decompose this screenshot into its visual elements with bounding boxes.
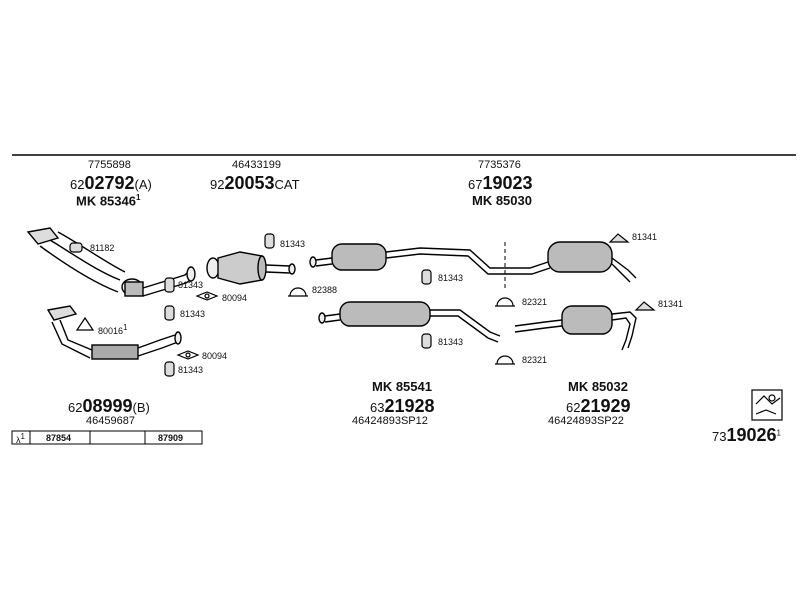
kit-icon	[751, 389, 783, 421]
gasket-80094-b	[176, 350, 200, 360]
lambda-cell-3: 87909	[158, 433, 184, 443]
clamp-82321-b	[495, 355, 515, 365]
hanger-81343-a	[164, 277, 175, 293]
mid-upper-mk: MK 85030	[472, 193, 532, 208]
hanger-81341-a	[608, 233, 630, 243]
front-pn-prefix: 62	[70, 177, 85, 192]
kit-pn-sup: 1	[776, 428, 781, 438]
mid-lower-oem: 46424893SP12	[352, 415, 428, 427]
mid-lower-part-number: 6321928	[370, 397, 435, 415]
kit-pn-main: 19026	[726, 425, 777, 445]
rear-lower-pn-prefix: 62	[566, 400, 581, 415]
mid-upper-pn-prefix: 67	[468, 177, 483, 192]
ref-80016: 800161	[98, 324, 127, 336]
mid-upper-oem: 7735376	[478, 159, 521, 171]
kit-part-number: 73190261	[712, 426, 781, 444]
front-pn-suffix: (A)	[134, 177, 152, 192]
clamp-82321-a	[495, 297, 515, 307]
front-downpipe-upper	[26, 227, 196, 297]
cat-pn-prefix: 92	[210, 177, 225, 192]
front-mk-label: MK 85346	[76, 193, 136, 209]
clamp-80016	[75, 316, 95, 331]
rear-lower-oem: 46424893SP22	[548, 415, 624, 427]
cat-oem: 46433199	[232, 159, 281, 171]
cat-part-number: 9220053CAT	[210, 174, 300, 192]
hanger-81182	[69, 242, 83, 253]
mid-lower-mk: MK 85541	[372, 379, 432, 394]
front-lower-oem: 46459687	[86, 415, 135, 427]
front-mk: MK 853461	[76, 193, 141, 209]
front-lower-pn-suffix: (B)	[132, 400, 150, 415]
lambda-symbol: λ1	[16, 433, 25, 445]
hanger-81343-f	[421, 333, 432, 349]
kit-pn-prefix: 73	[712, 429, 727, 444]
catalytic-converter	[206, 251, 296, 285]
rear-silencer-lower	[514, 305, 637, 351]
middle-silencer-lower	[318, 301, 501, 343]
gasket-80094-a	[195, 291, 219, 301]
ref-82321-b: 82321	[522, 355, 548, 365]
front-lower-part-number: 6208999(B)	[68, 397, 150, 415]
lambda-symbol-char: λ	[16, 435, 21, 445]
ref-82321-a: 82321	[522, 297, 548, 307]
front-part-number: 6202792(A)	[70, 174, 152, 192]
hanger-81343-b	[164, 305, 175, 321]
ref-81182: 81182	[90, 243, 115, 253]
hanger-81343-e	[421, 269, 432, 285]
rear-silencer-upper	[504, 241, 637, 290]
ref-81343-d: 81343	[280, 239, 306, 249]
ref-80016-sup: 1	[123, 323, 128, 332]
cat-pn-suffix: CAT	[274, 177, 300, 192]
ref-81343-c: 81343	[178, 365, 204, 375]
front-pn-main: 02792	[84, 173, 135, 193]
rear-lower-pn-main: 21929	[580, 396, 631, 416]
front-lower-pn-main: 08999	[82, 396, 133, 416]
hanger-81341-b	[634, 301, 656, 311]
ref-81343-a: 81343	[178, 280, 204, 290]
front-lower-pn-prefix: 62	[68, 400, 83, 415]
ref-81343-b: 81343	[180, 309, 206, 319]
clamp-82388	[288, 287, 308, 297]
ref-81343-f: 81343	[438, 337, 464, 347]
rear-lower-part-number: 6221929	[566, 397, 631, 415]
cat-pn-main: 20053	[224, 173, 275, 193]
ref-81341-b: 81341	[658, 299, 684, 309]
front-oem: 7755898	[88, 159, 131, 171]
hanger-81343-d	[264, 233, 275, 249]
mid-lower-pn-prefix: 63	[370, 400, 385, 415]
ref-81341-a: 81341	[632, 232, 658, 242]
front-downpipe-lower	[46, 305, 182, 360]
rear-lower-mk: MK 85032	[568, 379, 628, 394]
ref-80016-label: 80016	[98, 326, 124, 336]
middle-silencer-upper	[309, 243, 551, 275]
mid-upper-pn-main: 19023	[482, 173, 533, 193]
ref-82388: 82388	[312, 285, 338, 295]
ref-80094-b: 80094	[202, 351, 228, 361]
ref-80094-a: 80094	[222, 293, 248, 303]
ref-81343-e: 81343	[438, 273, 464, 283]
hanger-81343-c	[164, 361, 175, 377]
lambda-symbol-sup: 1	[20, 432, 25, 441]
mid-upper-part-number: 6719023	[468, 174, 533, 192]
lambda-table	[11, 430, 203, 445]
mid-lower-pn-main: 21928	[384, 396, 435, 416]
lambda-cell-1: 87854	[46, 433, 72, 443]
front-mk-sup: 1	[135, 193, 141, 202]
